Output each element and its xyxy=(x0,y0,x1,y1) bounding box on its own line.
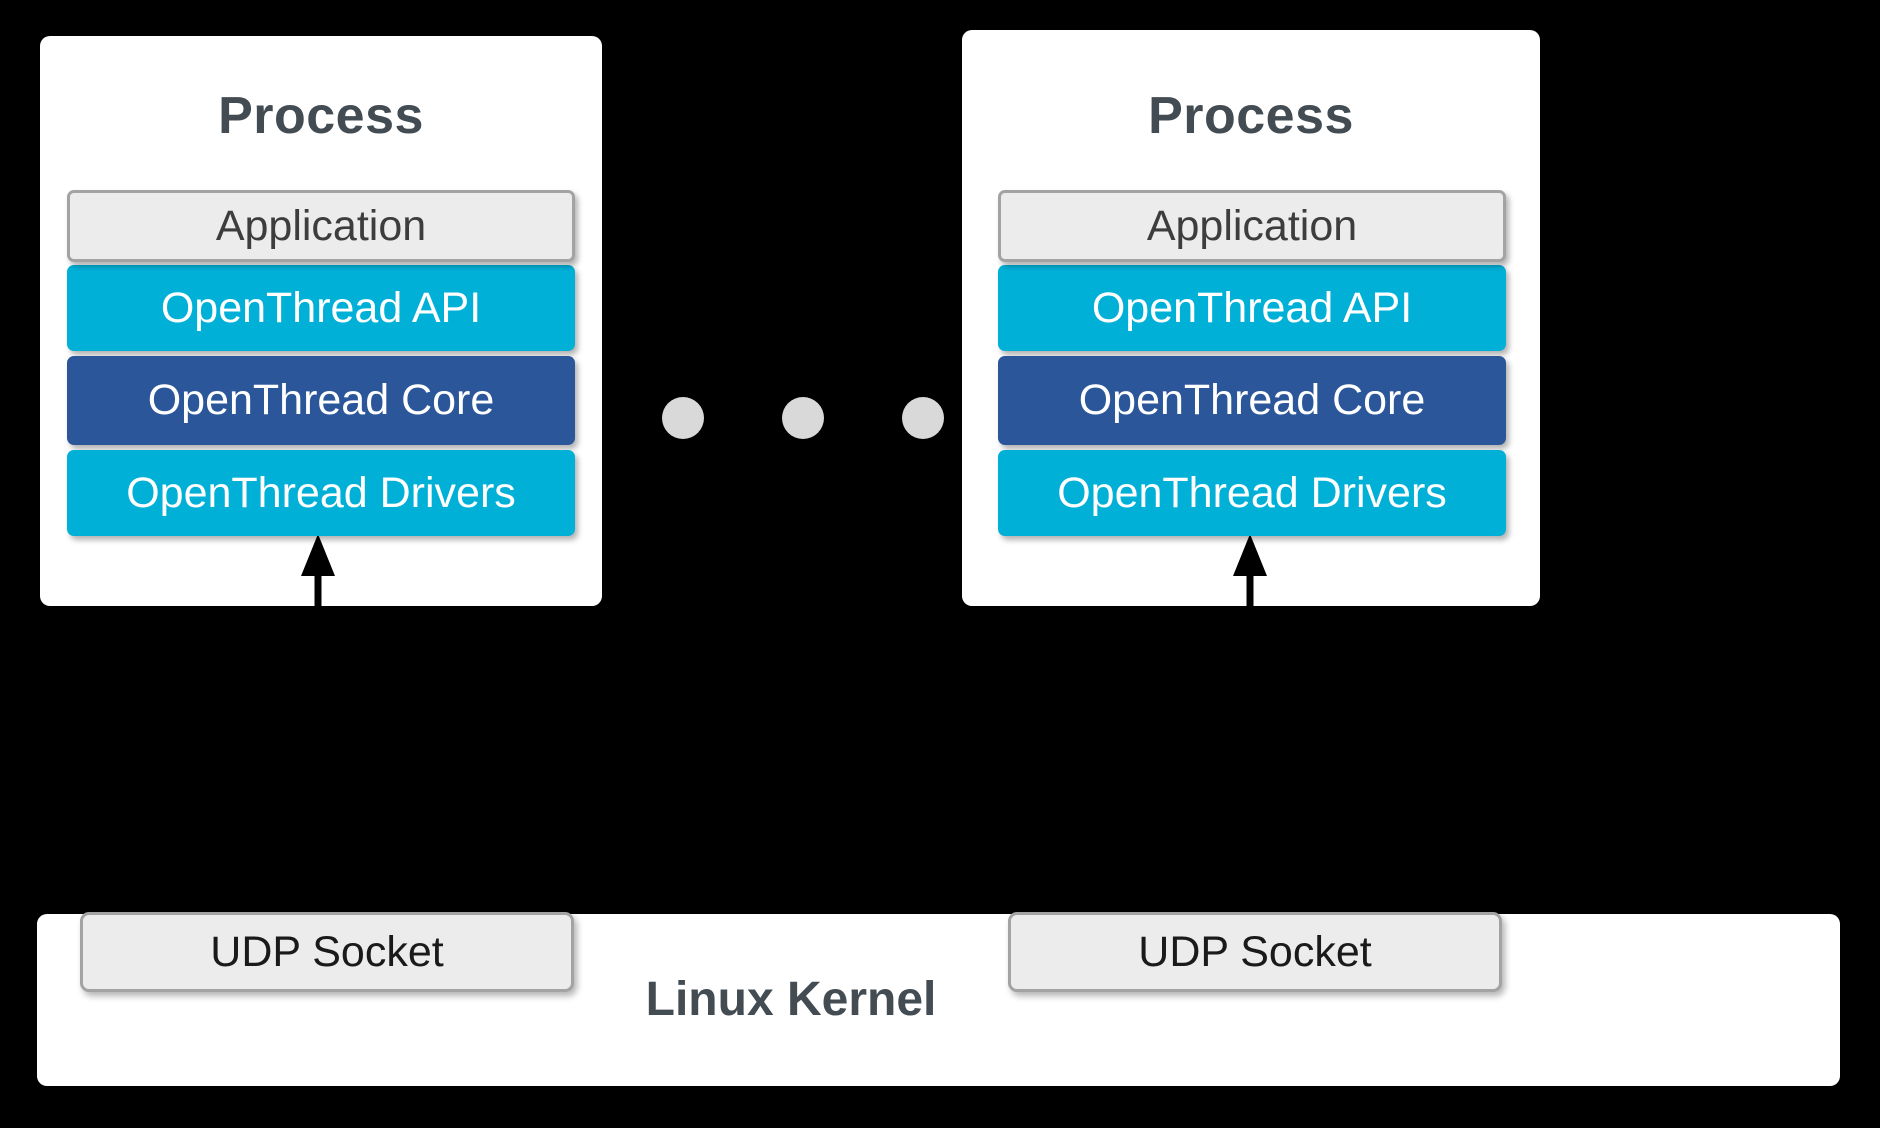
udp-socket-label: UDP Socket xyxy=(1138,927,1372,976)
udp-socket-left: UDP Socket xyxy=(80,912,574,992)
layer-openthread-api-right: OpenThread API xyxy=(998,265,1506,351)
layer-application-left: Application xyxy=(67,190,575,262)
kernel-title: Linux Kernel xyxy=(645,973,937,1026)
layer-application-right: Application xyxy=(998,190,1506,262)
layer-openthread-api-left: OpenThread API xyxy=(67,265,575,351)
layer-label: Application xyxy=(215,201,427,250)
layer-label: OpenThread Core xyxy=(1078,376,1426,424)
layer-label: OpenThread API xyxy=(160,283,482,332)
layer-label: OpenThread Drivers xyxy=(126,468,516,517)
ellipsis-dot-2 xyxy=(782,397,824,439)
udp-socket-label: UDP Socket xyxy=(210,927,444,976)
udp-socket-right: UDP Socket xyxy=(1008,912,1502,992)
arrow-left-socket-to-drivers xyxy=(301,534,335,730)
ellipsis-dot-1 xyxy=(662,397,704,439)
layer-label: OpenThread Core xyxy=(147,376,495,424)
layer-label: OpenThread API xyxy=(1091,283,1413,332)
layer-openthread-core-right: OpenThread Core xyxy=(998,356,1506,445)
layer-label: OpenThread Drivers xyxy=(1057,468,1447,517)
ellipsis-dot-3 xyxy=(902,397,944,439)
layer-openthread-drivers-right: OpenThread Drivers xyxy=(998,450,1506,536)
arrow-right-socket-to-drivers xyxy=(1233,534,1267,730)
ellipsis-dots xyxy=(662,397,944,439)
layer-openthread-core-left: OpenThread Core xyxy=(67,356,575,445)
layer-openthread-drivers-left: OpenThread Drivers xyxy=(67,450,575,536)
layer-label: Application xyxy=(1146,201,1358,250)
process-title-right: Process xyxy=(1148,87,1354,145)
process-title-left: Process xyxy=(218,87,424,145)
